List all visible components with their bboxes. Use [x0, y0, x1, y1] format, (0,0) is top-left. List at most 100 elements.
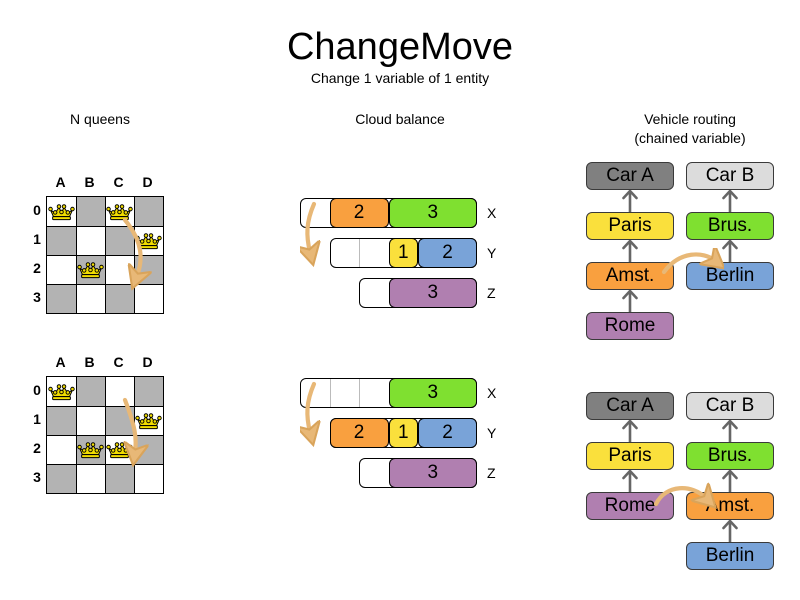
board-file-label-c: C — [113, 354, 124, 370]
queen-icon — [135, 413, 162, 430]
cloud-process-1[interactable]: 1 — [388, 238, 418, 268]
cloud-process-3[interactable]: 3 — [388, 278, 477, 308]
vehicle-car-b[interactable]: Car B — [686, 162, 774, 190]
chain-link-arrow — [721, 469, 739, 492]
cloud-process-2[interactable]: 2 — [418, 418, 477, 448]
cloud-process-2[interactable]: 2 — [418, 238, 477, 268]
column-header-n-queens: N queens — [70, 111, 130, 127]
board-rank-label-3: 3 — [33, 469, 41, 485]
board-cell-C0[interactable] — [105, 377, 134, 406]
queen-icon — [106, 442, 133, 459]
board-cell-D3[interactable] — [134, 284, 163, 313]
board-cell-C1[interactable] — [105, 406, 134, 435]
customer-berlin[interactable]: Berlin — [686, 542, 774, 570]
cloud-process-2[interactable]: 2 — [329, 418, 389, 448]
board-gridline-h — [47, 464, 163, 465]
vehicle-car-a[interactable]: Car A — [586, 392, 674, 420]
board-rank-label-3: 3 — [33, 289, 41, 305]
board-cell-C3[interactable] — [105, 464, 134, 493]
queen-C0[interactable] — [106, 202, 133, 222]
cloud-computer-label-y: Y — [487, 425, 497, 441]
board-file-label-d: D — [142, 174, 153, 190]
board-cell-D3[interactable] — [134, 464, 163, 493]
board-cell-D2[interactable] — [134, 255, 163, 284]
board-cell-C2[interactable] — [105, 255, 134, 284]
customer-berlin[interactable]: Berlin — [686, 262, 774, 290]
chain-link-arrow — [621, 239, 639, 262]
board-cell-B3[interactable] — [76, 284, 105, 313]
cloud-process-3[interactable]: 3 — [388, 198, 477, 228]
board-rank-label-1: 1 — [33, 411, 41, 427]
board-cell-A3[interactable] — [47, 284, 76, 313]
customer-rome[interactable]: Rome — [586, 312, 674, 340]
board-rank-label-0: 0 — [33, 202, 41, 218]
queen-icon — [48, 204, 75, 221]
board-cell-A2[interactable] — [47, 255, 76, 284]
customer-paris[interactable]: Paris — [586, 442, 674, 470]
cloud-process-3[interactable]: 3 — [388, 378, 477, 408]
board-file-label-a: A — [55, 354, 66, 370]
board-cell-D0[interactable] — [134, 377, 163, 406]
computer-capacity-divider — [359, 379, 360, 407]
customer-rome[interactable]: Rome — [586, 492, 674, 520]
customer-paris[interactable]: Paris — [586, 212, 674, 240]
board-cell-B1[interactable] — [76, 226, 105, 255]
board-gridline-v — [134, 197, 135, 313]
board-gridline-h — [47, 255, 163, 256]
board-grid-before — [46, 196, 164, 314]
queen-D1[interactable] — [135, 231, 162, 251]
computer-capacity-divider — [359, 239, 360, 267]
board-file-label-a: A — [55, 174, 66, 190]
queen-icon — [77, 262, 104, 279]
cloud-process-2[interactable]: 2 — [329, 198, 389, 228]
chain-link-arrow — [621, 289, 639, 312]
queen-B2[interactable] — [77, 260, 104, 280]
board-cell-D0[interactable] — [134, 197, 163, 226]
cloud-computer-label-z: Z — [487, 465, 496, 481]
queen-A0[interactable] — [48, 202, 75, 222]
computer-capacity-divider — [329, 379, 331, 407]
queen-A0[interactable] — [48, 382, 75, 402]
board-cell-B0[interactable] — [76, 197, 105, 226]
customer-brus[interactable]: Brus. — [686, 212, 774, 240]
cloud-process-1[interactable]: 1 — [388, 418, 418, 448]
board-gridline-v — [134, 377, 135, 493]
board-cell-A2[interactable] — [47, 435, 76, 464]
customer-brus[interactable]: Brus. — [686, 442, 774, 470]
cloud-computer-label-y: Y — [487, 245, 497, 261]
board-file-label-b: B — [84, 174, 95, 190]
board-cell-C1[interactable] — [105, 226, 134, 255]
board-cell-D2[interactable] — [134, 435, 163, 464]
board-cell-B1[interactable] — [76, 406, 105, 435]
board-cell-C3[interactable] — [105, 284, 134, 313]
board-cell-B0[interactable] — [76, 377, 105, 406]
board-cell-B3[interactable] — [76, 464, 105, 493]
chain-link-arrow — [721, 419, 739, 442]
board-gridline-h — [47, 284, 163, 285]
board-cell-A1[interactable] — [47, 226, 76, 255]
customer-amst[interactable]: Amst. — [686, 492, 774, 520]
queen-C2[interactable] — [106, 440, 133, 460]
cloud-process-3[interactable]: 3 — [388, 458, 477, 488]
board-rank-label-0: 0 — [33, 382, 41, 398]
board-rank-label-2: 2 — [33, 440, 41, 456]
column-header-vehicle-routing-sub: (chained variable) — [634, 130, 746, 146]
queen-B2[interactable] — [77, 440, 104, 460]
board-cell-A3[interactable] — [47, 464, 76, 493]
customer-amst[interactable]: Amst. — [586, 262, 674, 290]
vehicle-car-b[interactable]: Car B — [686, 392, 774, 420]
chain-link-arrow — [621, 469, 639, 492]
vehicle-car-a[interactable]: Car A — [586, 162, 674, 190]
board-cell-A1[interactable] — [47, 406, 76, 435]
board-rank-label-1: 1 — [33, 231, 41, 247]
queen-D1[interactable] — [135, 411, 162, 431]
